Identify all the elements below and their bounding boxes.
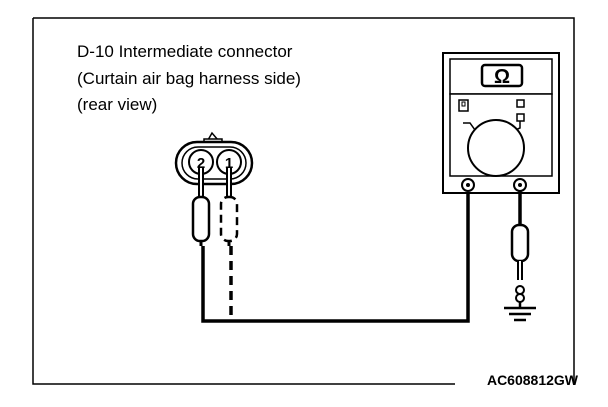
ohmmeter: Ω [442,52,560,194]
probe-pin-2 [191,168,211,246]
meter-switch-right-top-icon [516,99,525,108]
meter-switch-right-bottom-icon [516,113,525,122]
meter-dial [467,119,525,177]
ohm-icon: Ω [494,66,510,88]
connector-d10: 2 1 [174,131,254,186]
caption-line-3: (rear view) [77,95,157,114]
caption-line-1: D-10 Intermediate connector [77,42,293,61]
test-lead-wires [201,190,470,323]
probe-pin-1 [219,168,239,246]
pin-2-label: 2 [197,155,205,172]
ground-icon [504,306,536,322]
pin-1-label: 1 [225,155,233,172]
lead-wire-solid [201,190,470,323]
ground-lead [510,191,530,308]
figure-code: AC608812GW [487,372,579,388]
caption-line-2: (Curtain air bag harness side) [77,69,301,88]
figure-frame [32,17,575,385]
